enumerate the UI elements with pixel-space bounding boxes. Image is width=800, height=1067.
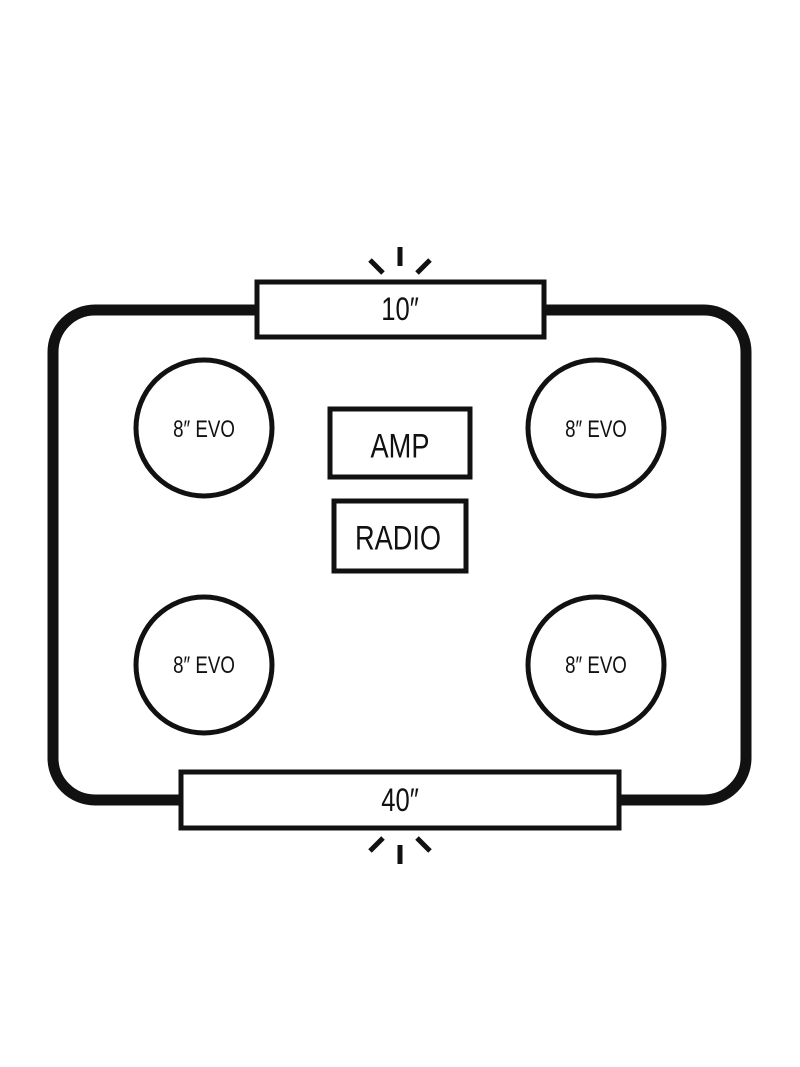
speaker-bottom-left-label: 8″ EVO (173, 652, 235, 679)
radio-unit: RADIO (331, 498, 469, 574)
top-subwoofer: 10″ (254, 279, 547, 340)
bottom-subwoofer-box (178, 769, 622, 831)
speaker-top-left-circle (133, 357, 275, 499)
speaker-top-right-label: 8″ EVO (565, 416, 627, 443)
speaker-top-left-label: 8″ EVO (173, 416, 235, 443)
amp-unit: AMP (327, 406, 473, 480)
amp-label: AMP (371, 427, 430, 466)
top-subwoofer-box (254, 279, 547, 340)
speaker-top-right-circle (525, 357, 667, 499)
top-sound-burst-icon (368, 247, 432, 275)
amp-box (327, 406, 473, 480)
speaker-bottom-right: 8″ EVO (525, 594, 667, 736)
radio-label: RADIO (355, 519, 441, 558)
top-subwoofer-label: 10″ (381, 292, 419, 327)
bottom-subwoofer-label: 40″ (381, 783, 419, 818)
speaker-bottom-right-circle (525, 594, 667, 736)
speaker-bottom-left: 8″ EVO (133, 594, 275, 736)
bottom-subwoofer: 40″ (178, 769, 622, 831)
speaker-bottom-right-label: 8″ EVO (565, 652, 627, 679)
speaker-top-right: 8″ EVO (525, 357, 667, 499)
radio-box (331, 498, 469, 574)
speaker-bottom-left-circle (133, 594, 275, 736)
bottom-sound-burst-icon (368, 836, 432, 864)
speaker-top-left: 8″ EVO (133, 357, 275, 499)
